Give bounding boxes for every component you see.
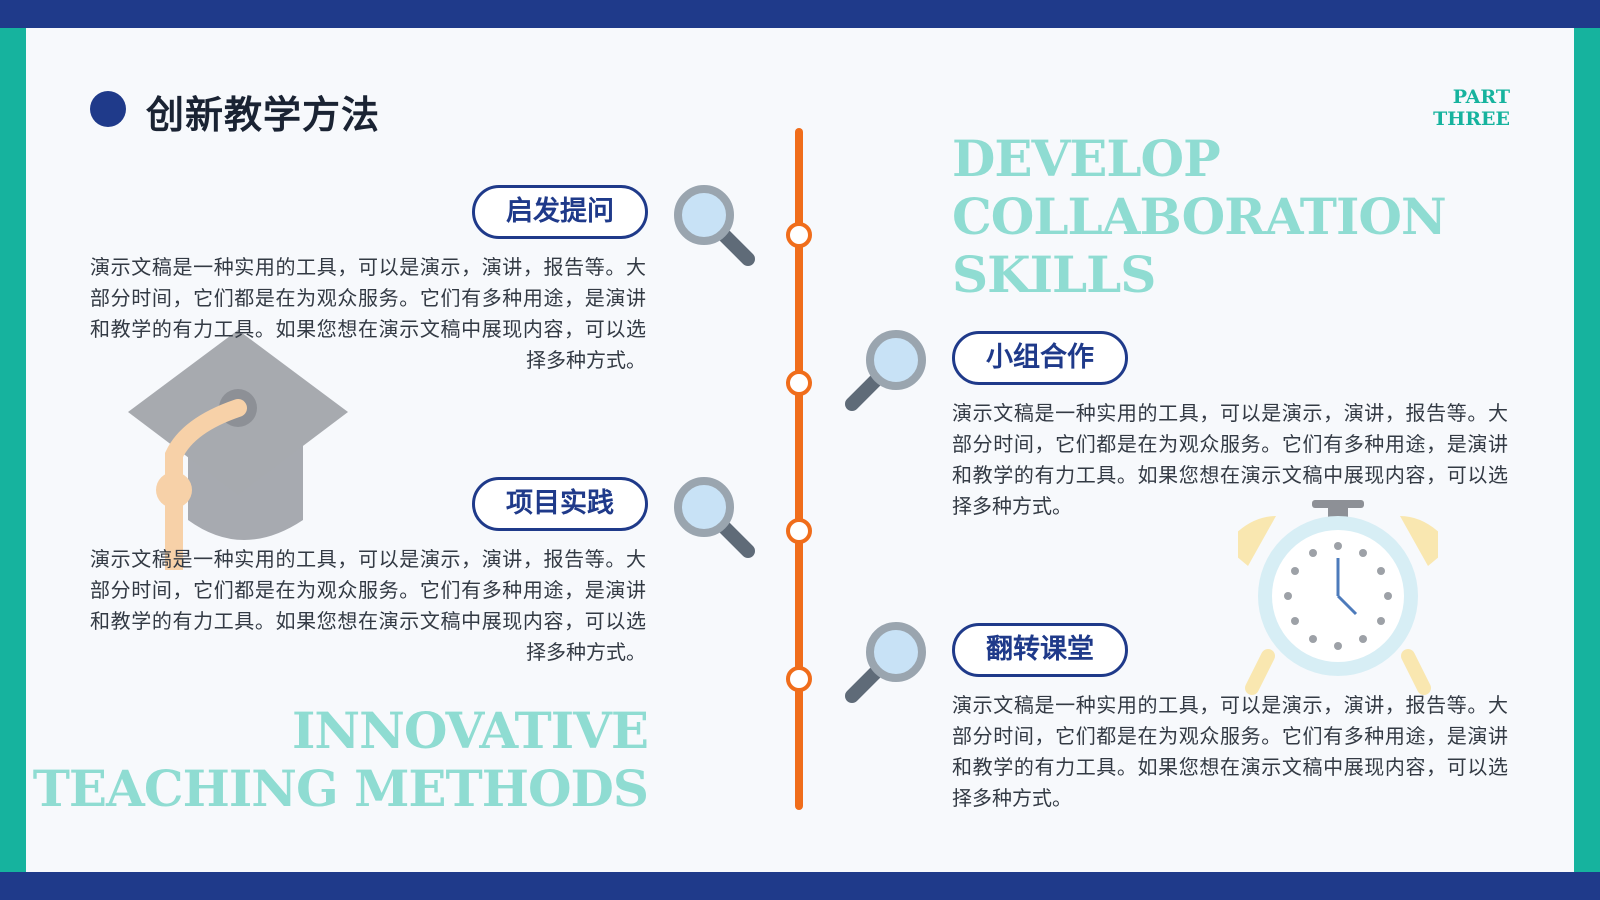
part-label-line-1: PART — [1452, 86, 1510, 108]
item-1-description: 演示文稿是一种实用的工具，可以是演示，演讲，报告等。大部分时间，它们都是在为观众… — [90, 255, 646, 372]
pill-label-flipped-classroom: 翻转课堂 — [952, 623, 1128, 677]
part-label: PART THREE — [1433, 86, 1510, 130]
timeline-line — [795, 128, 803, 810]
page-title: 创新教学方法 — [146, 93, 381, 137]
item-3-description: 演示文稿是一种实用的工具，可以是演示，演讲，报告等。大部分时间，它们都是在为观众… — [90, 547, 646, 664]
heading-right-line-3: SKILLS — [952, 245, 1156, 304]
pill-label-group-collaboration: 小组合作 — [952, 331, 1128, 385]
part-label-line-2: THREE — [1433, 108, 1510, 130]
title-bullet-dot — [90, 91, 126, 127]
timeline-node-3 — [786, 518, 812, 544]
magnifier-icon — [674, 185, 755, 266]
magnifier-icon — [674, 477, 755, 558]
bottom-border-bar — [0, 872, 1600, 900]
timeline-node-4 — [786, 666, 812, 692]
heading-right-line-1: DEVELOP — [952, 129, 1221, 188]
timeline-node-2 — [786, 370, 812, 396]
heading-left-line-1: INNOVATIVE — [292, 701, 649, 760]
pill-label-inspire-questions: 启发提问 — [472, 185, 648, 239]
left-border-bar — [0, 28, 26, 872]
heading-innovative-teaching: INNOVATIVE TEACHING METHODS — [32, 701, 649, 818]
timeline-node-1 — [786, 222, 812, 248]
heading-right-line-2: COLLABORATION — [952, 187, 1447, 246]
item-4-description: 演示文稿是一种实用的工具，可以是演示，演讲，报告等。大部分时间，它们都是在为观众… — [952, 693, 1508, 810]
heading-left-line-2: TEACHING METHODS — [32, 759, 649, 818]
right-border-bar — [1574, 28, 1600, 872]
magnifier-icon — [845, 622, 926, 703]
pill-label-project-practice: 项目实践 — [472, 477, 648, 531]
alarm-clock-icon — [1238, 500, 1438, 695]
graduation-cap-icon — [128, 330, 348, 570]
magnifier-icon — [845, 330, 926, 411]
top-border-bar — [0, 0, 1600, 28]
heading-develop-collaboration: DEVELOP COLLABORATION SKILLS — [952, 129, 1447, 304]
item-2-description: 演示文稿是一种实用的工具，可以是演示，演讲，报告等。大部分时间，它们都是在为观众… — [952, 401, 1508, 518]
